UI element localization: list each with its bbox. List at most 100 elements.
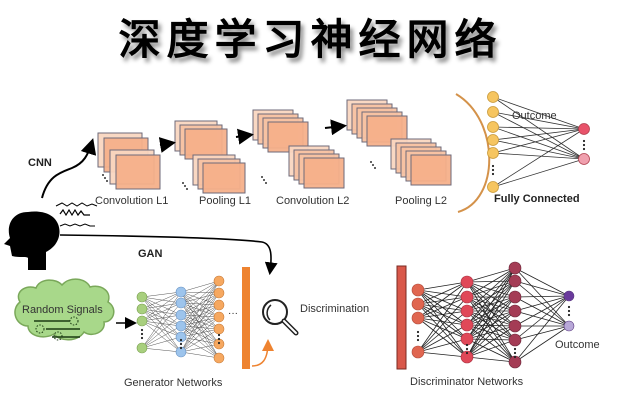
input-node: [487, 181, 499, 193]
connection: [141, 308, 182, 338]
connection: [514, 296, 570, 327]
connection: [180, 302, 220, 345]
ellipsis-dot: [465, 351, 469, 355]
discriminator-network: [411, 261, 575, 369]
ellipsis-dot: [263, 179, 265, 181]
generator-node: [213, 287, 225, 299]
discriminator-networks-label: Discriminator Networks: [410, 376, 524, 388]
connection: [417, 296, 468, 305]
connection: [180, 343, 220, 353]
discriminator-node: [508, 274, 522, 288]
connection: [514, 295, 570, 341]
connection: [466, 280, 516, 340]
connection: [466, 296, 516, 363]
stage-label-convolution-l2: Convolution L2: [276, 195, 349, 207]
connection: [417, 303, 468, 358]
gan-label: GAN: [138, 248, 163, 260]
ellipsis-dot: [179, 338, 183, 342]
connection: [417, 338, 468, 353]
output-node: [578, 123, 590, 135]
discriminator-node: [508, 290, 522, 304]
output-node: [563, 290, 575, 302]
connection: [417, 310, 468, 319]
connection: [466, 310, 516, 340]
connection: [180, 325, 220, 359]
ellipsis-dot: [104, 177, 106, 179]
ellipsis-dot: [567, 309, 571, 313]
connection: [180, 280, 220, 316]
ellipsis-dot: [416, 334, 420, 338]
generator-node: [213, 299, 225, 311]
connection: [466, 267, 516, 340]
ellipsis-dot: [416, 338, 420, 342]
stage-label-pooling-l1: Pooling L1: [199, 195, 251, 207]
connection: [180, 325, 220, 330]
connection: [141, 302, 182, 322]
generator-node: [136, 315, 148, 327]
connection: [492, 96, 585, 130]
connection: [180, 304, 220, 353]
ellipsis-dot: [182, 182, 184, 184]
ellipsis-dot: [513, 347, 517, 351]
ellipsis-dot: [491, 172, 495, 176]
connection: [180, 328, 220, 353]
connection: [180, 291, 220, 359]
connection: [466, 267, 516, 298]
connection: [141, 320, 182, 353]
connection: [492, 111, 585, 130]
brainwave-icon: [55, 202, 98, 207]
connection: [141, 302, 182, 349]
connection: [466, 296, 516, 340]
connection: [492, 111, 585, 160]
generator-networks-label: Generator Networks: [124, 377, 223, 389]
connection: [492, 126, 585, 130]
discriminator-node: [508, 333, 522, 347]
connection: [466, 310, 516, 363]
connection: [141, 308, 182, 327]
connection: [514, 267, 570, 327]
feature-map: [115, 154, 161, 190]
connection: [514, 295, 570, 298]
fc-bracket-arc: [455, 93, 491, 213]
connection: [180, 304, 220, 327]
feature-map: [202, 162, 246, 194]
ellipsis-dot: [102, 174, 104, 176]
connection: [514, 295, 570, 363]
ellipsis-dot: [582, 143, 586, 147]
generator-node: [136, 291, 148, 303]
feedback-arrow: [251, 339, 274, 367]
connection: [492, 158, 585, 188]
connection: [180, 292, 220, 338]
ellipsis-dot: [106, 180, 108, 182]
connection: [466, 296, 516, 326]
connection: [180, 280, 220, 327]
ellipsis-dot: [140, 328, 144, 332]
connection: [180, 302, 220, 359]
connection: [492, 128, 585, 154]
ellipsis-dot: [513, 351, 517, 355]
connection: [141, 314, 182, 322]
connection: [466, 267, 516, 283]
ellipsis-dot: [184, 185, 186, 187]
generator-node: [175, 297, 187, 309]
discriminator-node: [460, 304, 474, 318]
feature-map: [410, 154, 452, 186]
ellipsis-dot: [265, 182, 267, 184]
page-title: 深度学习神经网络: [118, 15, 503, 64]
connection: [492, 128, 585, 141]
input-node: [487, 134, 499, 146]
connection: [180, 325, 220, 345]
connection: [141, 302, 182, 310]
discriminator-node: [460, 290, 474, 304]
connection: [417, 289, 468, 358]
cnn-label: CNN: [28, 157, 52, 169]
fc-outcome-label: Outcome: [512, 110, 557, 122]
generator-node: [136, 303, 148, 315]
discriminator-node: [411, 283, 425, 297]
connection: [417, 296, 468, 319]
discriminator-outcome-label: Outcome: [555, 339, 600, 351]
random-signals-cloud: Random Signals: [14, 278, 137, 341]
connection: [417, 281, 468, 319]
input-node: [487, 147, 499, 159]
